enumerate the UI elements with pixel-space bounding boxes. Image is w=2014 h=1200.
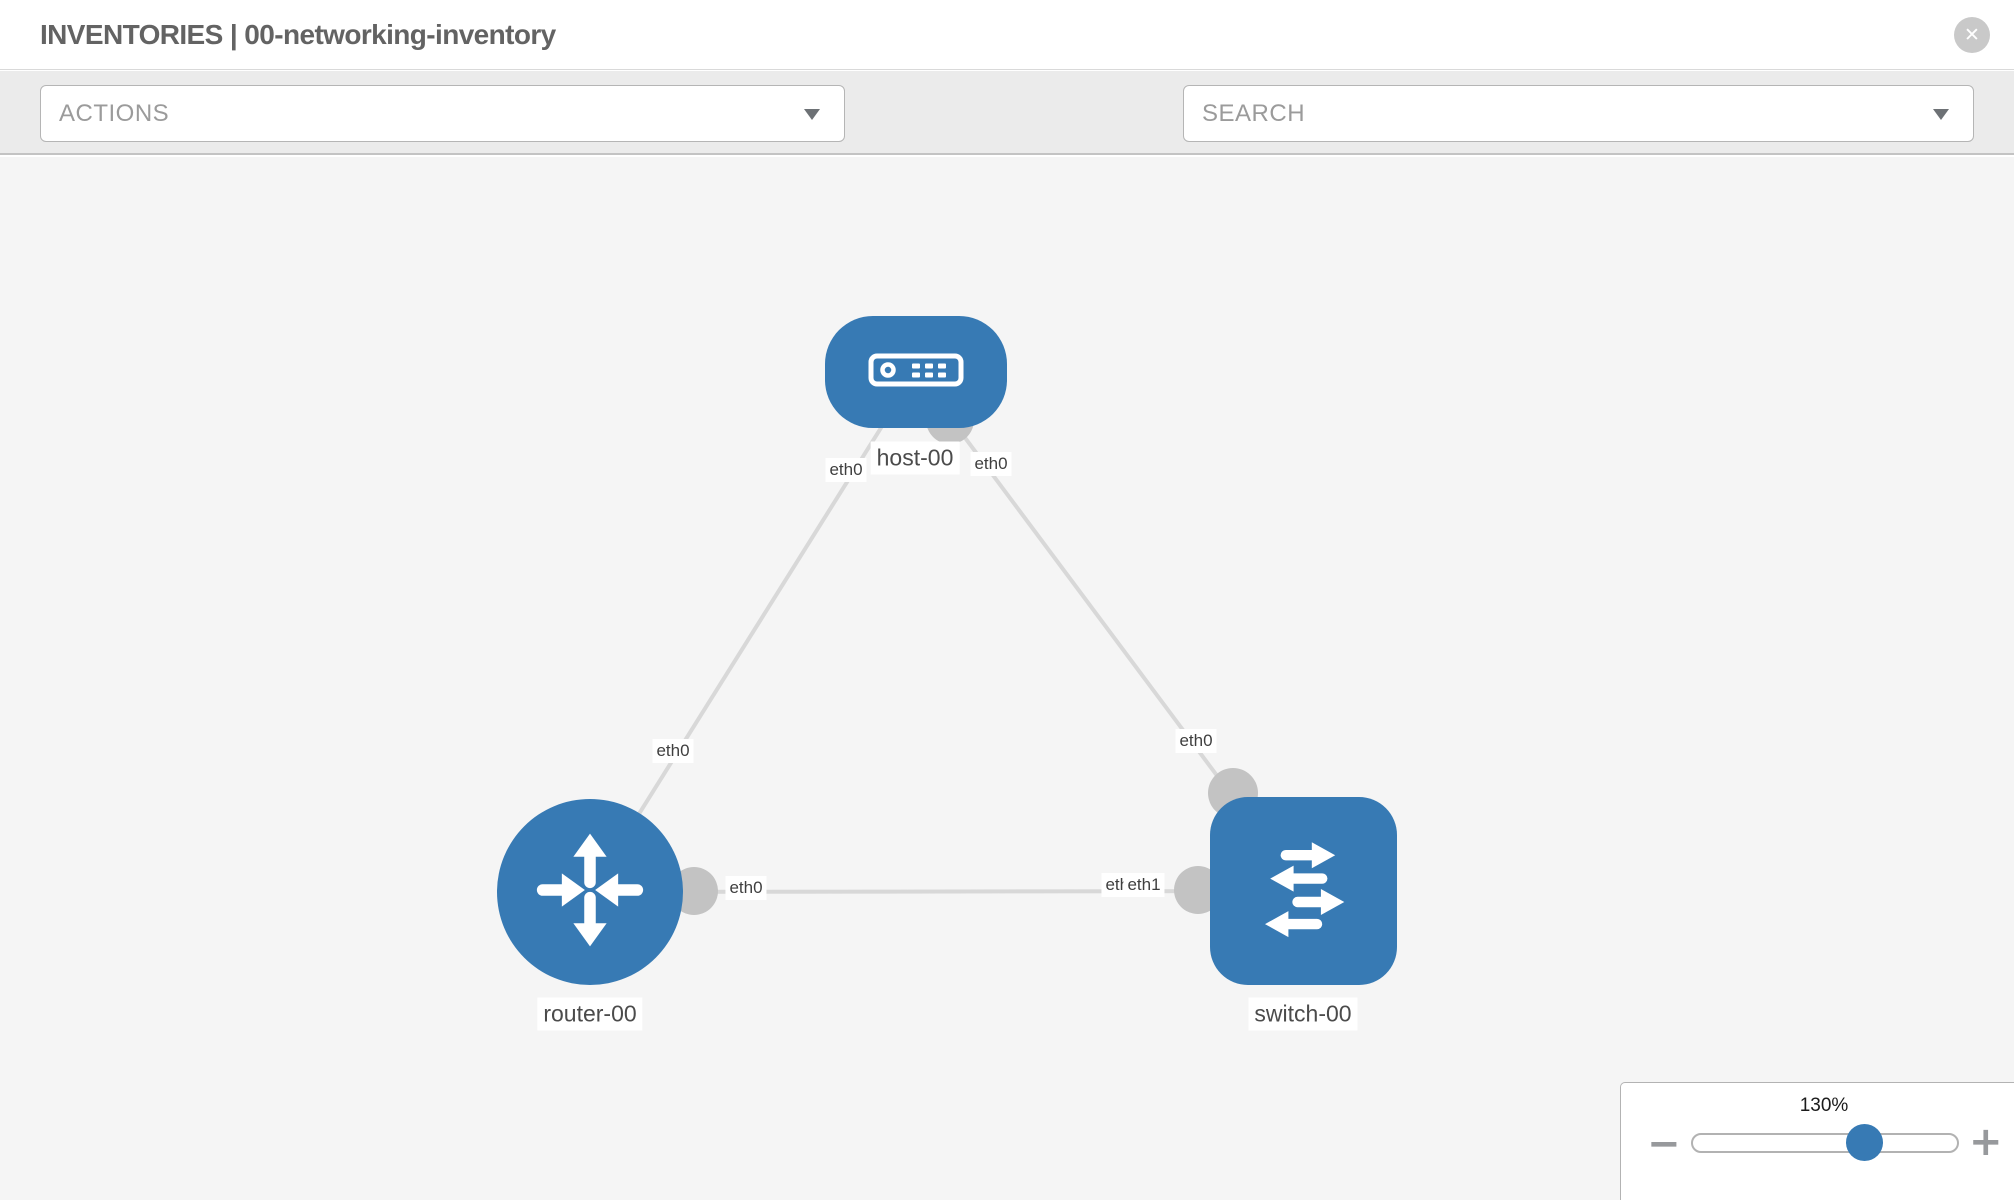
switch-device-icon	[1239, 824, 1369, 959]
interface-label-switch-left-front: eth1	[1123, 873, 1165, 897]
zoom-out-button[interactable]: −	[1647, 1121, 1681, 1167]
zoom-slider-thumb[interactable]	[1846, 1124, 1883, 1161]
title-bar: INVENTORIES | 00-networking-inventory ✕	[0, 0, 2014, 70]
interface-label-router-top: eth0	[652, 739, 694, 763]
interface-label-router-right: eth0	[725, 876, 767, 900]
node-switch-00[interactable]	[1210, 797, 1397, 985]
node-router-00[interactable]	[497, 799, 683, 985]
zoom-slider-track[interactable]	[1691, 1133, 1959, 1153]
node-label-host: host-00	[870, 441, 960, 475]
search-dropdown[interactable]: SEARCH	[1183, 85, 1974, 142]
chevron-down-icon	[804, 108, 820, 120]
close-icon: ✕	[1964, 24, 1980, 46]
topology-canvas[interactable]: host-00 router-00 switch-00 eth0 eth0 et…	[0, 157, 2014, 1200]
page-title: INVENTORIES | 00-networking-inventory	[40, 19, 556, 50]
node-label-switch: switch-00	[1248, 997, 1358, 1031]
interface-label-switch-top: eth0	[1175, 729, 1217, 753]
node-label-router: router-00	[537, 997, 643, 1031]
node-host-00[interactable]	[825, 316, 1007, 428]
interface-label-host-left: eth0	[825, 458, 867, 482]
zoom-in-button[interactable]: +	[1969, 1119, 2003, 1165]
zoom-level-value: 130%	[1799, 1095, 1849, 1116]
actions-dropdown-label: ACTIONS	[59, 99, 170, 127]
search-dropdown-label: SEARCH	[1202, 99, 1306, 127]
interface-label-host-right: eth0	[970, 452, 1012, 476]
host-device-icon	[868, 353, 964, 392]
close-button[interactable]: ✕	[1954, 17, 1990, 53]
chevron-down-icon	[1933, 108, 1949, 120]
actions-dropdown[interactable]: ACTIONS	[40, 85, 845, 142]
links-layer	[588, 370, 1305, 915]
toolbar: ACTIONS	[0, 71, 2014, 199]
router-device-icon	[526, 826, 654, 959]
zoom-panel: 130% − +	[1620, 1082, 2014, 1200]
